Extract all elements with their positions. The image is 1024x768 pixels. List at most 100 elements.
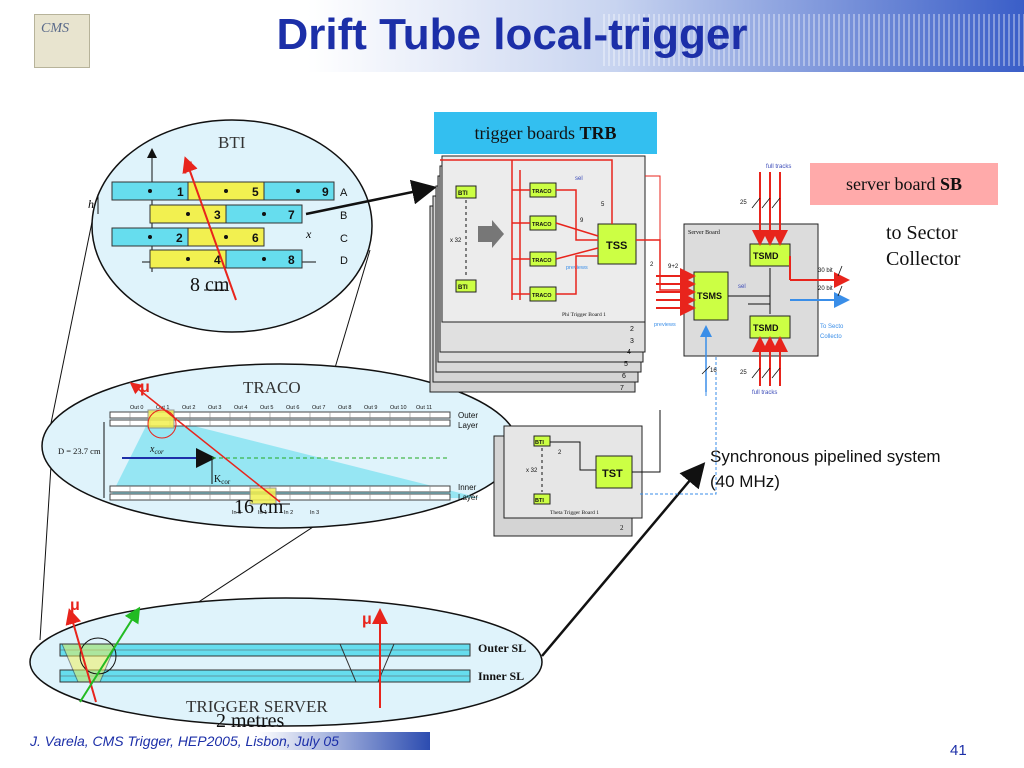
bti-cell: 4 (214, 253, 221, 267)
sync-line1: Synchronous pipelined system (710, 447, 941, 466)
bti-cell: 5 (252, 185, 259, 199)
to-sector-line2: Collector (886, 248, 961, 270)
full-tracks-top: full tracks (766, 164, 791, 170)
stack-number: 7 (620, 385, 624, 392)
theta-bti-top: BTI (535, 440, 544, 446)
cms-logo: CMS (34, 14, 90, 68)
bti-title: BTI (218, 133, 246, 152)
tsmd-bottom: TSMD (753, 323, 779, 333)
phi-board-name: Phi Trigger Board 1 (562, 312, 606, 318)
trigger-server-panel: Outer SL Inner SL TRIGGER SERVER μ μ (29, 597, 543, 727)
tss-chip: TSS (606, 240, 627, 252)
traco-out-label: Out 5 (260, 405, 273, 411)
bti-layer-label: B (340, 210, 347, 222)
phi-sel: sel (575, 176, 583, 182)
server-mu-left: μ (70, 597, 80, 614)
server-size-label: 2 metres (216, 710, 285, 732)
theta-num-2: 2 (558, 450, 562, 456)
theta-trigger-board-stack: 2 BTI BTI x 32 2 TST Theta Trigger Board… (493, 334, 717, 537)
phi-num-2: 2 (650, 262, 654, 268)
traco-out-label: Out 10 (390, 405, 407, 411)
traco-out-label: Out 3 (208, 405, 221, 411)
traco-out-label: Out 0 (130, 405, 143, 411)
tsmd-top: TSMD (753, 251, 779, 261)
stack-number: 5 (624, 361, 628, 368)
sync-pipeline-note: Synchronous pipelined system (40 MHz) (710, 444, 941, 494)
n25-top: 25 (740, 200, 747, 206)
bti-cell: 8 (288, 253, 295, 267)
server-ellipse (29, 597, 543, 727)
arrow-server-to-board (541, 462, 706, 657)
tst-chip: TST (602, 468, 623, 480)
server-title: TRIGGER SERVER (186, 697, 328, 716)
bti-cell: 6 (252, 231, 259, 245)
phi-bti-bottom: BTI (458, 285, 468, 291)
footer-bar (0, 732, 430, 750)
traco-in-label: In 3 (310, 510, 319, 516)
trigger-boards-prefix: trigger boards (474, 122, 575, 143)
phi-x32: x 32 (450, 238, 462, 244)
traco-out-label: Out 7 (312, 405, 325, 411)
bti-x-label: x (305, 227, 312, 241)
n25-bottom: 25 (740, 370, 747, 376)
theta-bti-bottom: BTI (535, 498, 544, 504)
phi-num-5: 5 (601, 202, 605, 208)
traco-out-label: Out 4 (234, 405, 247, 411)
traco-outer-layer-2: Layer (458, 421, 478, 430)
traco-out-label: Out 11 (416, 405, 432, 411)
trigger-boards-label: trigger boards TRB (434, 112, 657, 154)
traco-in-label: In 2 (284, 510, 293, 516)
slide-title: Drift Tube local-trigger (276, 10, 748, 59)
phi-num-9: 9 (580, 218, 584, 224)
theta-stack-number: 2 (620, 524, 624, 532)
server-previews: previews (654, 322, 676, 328)
title-decoration (600, 14, 1024, 66)
n16: 16 (710, 368, 717, 374)
server-board-label: server board SB (810, 163, 998, 205)
bti-cell: 9 (322, 185, 329, 199)
to-sector-collector: to Sector Collector (886, 220, 960, 272)
theta-x32: x 32 (526, 468, 538, 474)
server-board-name: Server Board (688, 230, 720, 236)
logo-text: CMS (41, 21, 69, 36)
bits20: 20 bit (818, 286, 833, 292)
to-sector-line1: to Sector (886, 222, 958, 244)
traco-out-label: Out 9 (364, 405, 377, 411)
traco-xcor: x (149, 444, 155, 455)
traco-out-label: Out 8 (338, 405, 351, 411)
traco-outer-layer-1: Outer (458, 411, 478, 420)
stack-number: 4 (627, 349, 631, 356)
bti-ellipse (91, 119, 373, 333)
traco-xcor-sub: cor (154, 448, 164, 456)
traco-kcor: K (214, 474, 222, 485)
traco-chips: TRACO TRACO TRACO TRACO (529, 182, 557, 302)
server-board-prefix: server board (846, 173, 936, 194)
bti-h-label: h (88, 197, 94, 211)
traco-chip: TRACO (532, 222, 552, 228)
theta-board-name: Theta Trigger Board 1 (550, 510, 599, 516)
stack-number: 2 (630, 326, 634, 333)
phi-trigger-board-stack: 2 3 4 5 6 7 BTI BTI x 32 TRACO TRACO TRA… (429, 155, 694, 393)
bti-mu: μ (183, 157, 193, 174)
bti-cell: 2 (176, 231, 183, 245)
footer-credit: J. Varela, CMS Trigger, HEP2005, Lisbon,… (30, 733, 339, 749)
inner-sl-label: Inner SL (478, 669, 524, 683)
traco-in-label: In 1 (258, 510, 267, 516)
tsms-chip: TSMS (697, 291, 722, 301)
bti-cell: 7 (288, 208, 295, 222)
traco-chip: TRACO (532, 258, 552, 264)
full-tracks-bottom: full tracks (752, 390, 777, 396)
to-sector-small-2: Collecto (820, 334, 842, 340)
traco-chip: TRACO (532, 189, 552, 195)
bti-panel: BTI h x 1 5 9 3 7 2 (88, 119, 373, 333)
server-board: Server Board TSMD TSMD TSMS sel full tra… (654, 164, 850, 396)
traco-mu: μ (140, 379, 150, 396)
bits30: 30 bit (818, 268, 833, 274)
bti-cell: 1 (177, 185, 184, 199)
bti-size-label: 8 cm (190, 274, 230, 296)
traco-inner-layer-1: Inner (458, 483, 477, 492)
traco-chip: TRACO (532, 293, 552, 299)
bti-layer-label: D (340, 255, 348, 267)
n9x2: 9+2 (668, 264, 679, 270)
